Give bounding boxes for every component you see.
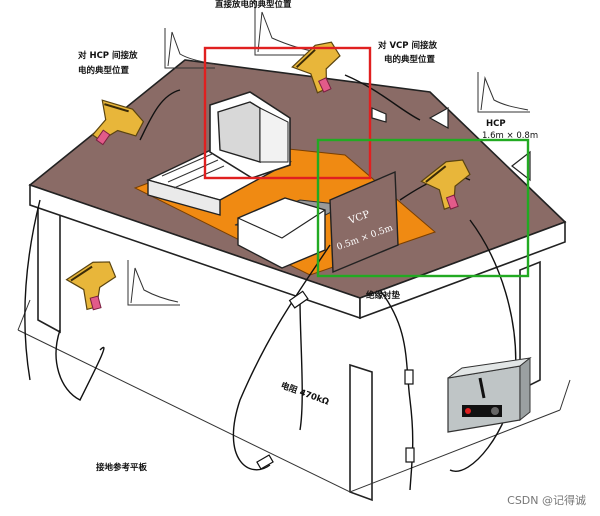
- hcp-indirect-label-line1: 对 HCP 间接放: [78, 51, 138, 61]
- direct-discharge-label: 直接放电的典型位置: [215, 0, 292, 10]
- esd-gun-ground-plane[interactable]: [63, 256, 124, 316]
- table-legs: [37, 84, 541, 502]
- vcp-indirect-label-line1: 对 VCP 间接放: [378, 41, 437, 51]
- eut-unit: [237, 197, 326, 269]
- insulating-pad-label: 绝缘衬垫: [366, 291, 401, 301]
- vcp-highlight: [316, 138, 530, 278]
- esd-simulator-box: [447, 356, 532, 433]
- hcp-name-label: HCP: [486, 119, 506, 129]
- waveform-inset-icon: [127, 0, 530, 306]
- eut-monitor: [209, 91, 291, 179]
- ground-reference-plane: [17, 299, 571, 493]
- resistor-470k: [256, 290, 415, 470]
- pointer-arrows: [371, 106, 531, 182]
- watermark: CSDN @记得诚: [507, 494, 586, 507]
- ground-plane-label: 接地参考平板: [96, 463, 148, 473]
- vcp-plate: [329, 170, 399, 274]
- direct-discharge-highlight: [203, 46, 372, 180]
- vcp-indirect-label-line2: 电的典型位置: [384, 55, 436, 65]
- hcp-size-label: 1.6m × 0.8m: [482, 131, 539, 141]
- hcp-indirect-label-line2: 电的典型位置: [78, 66, 130, 76]
- cables: [24, 74, 517, 491]
